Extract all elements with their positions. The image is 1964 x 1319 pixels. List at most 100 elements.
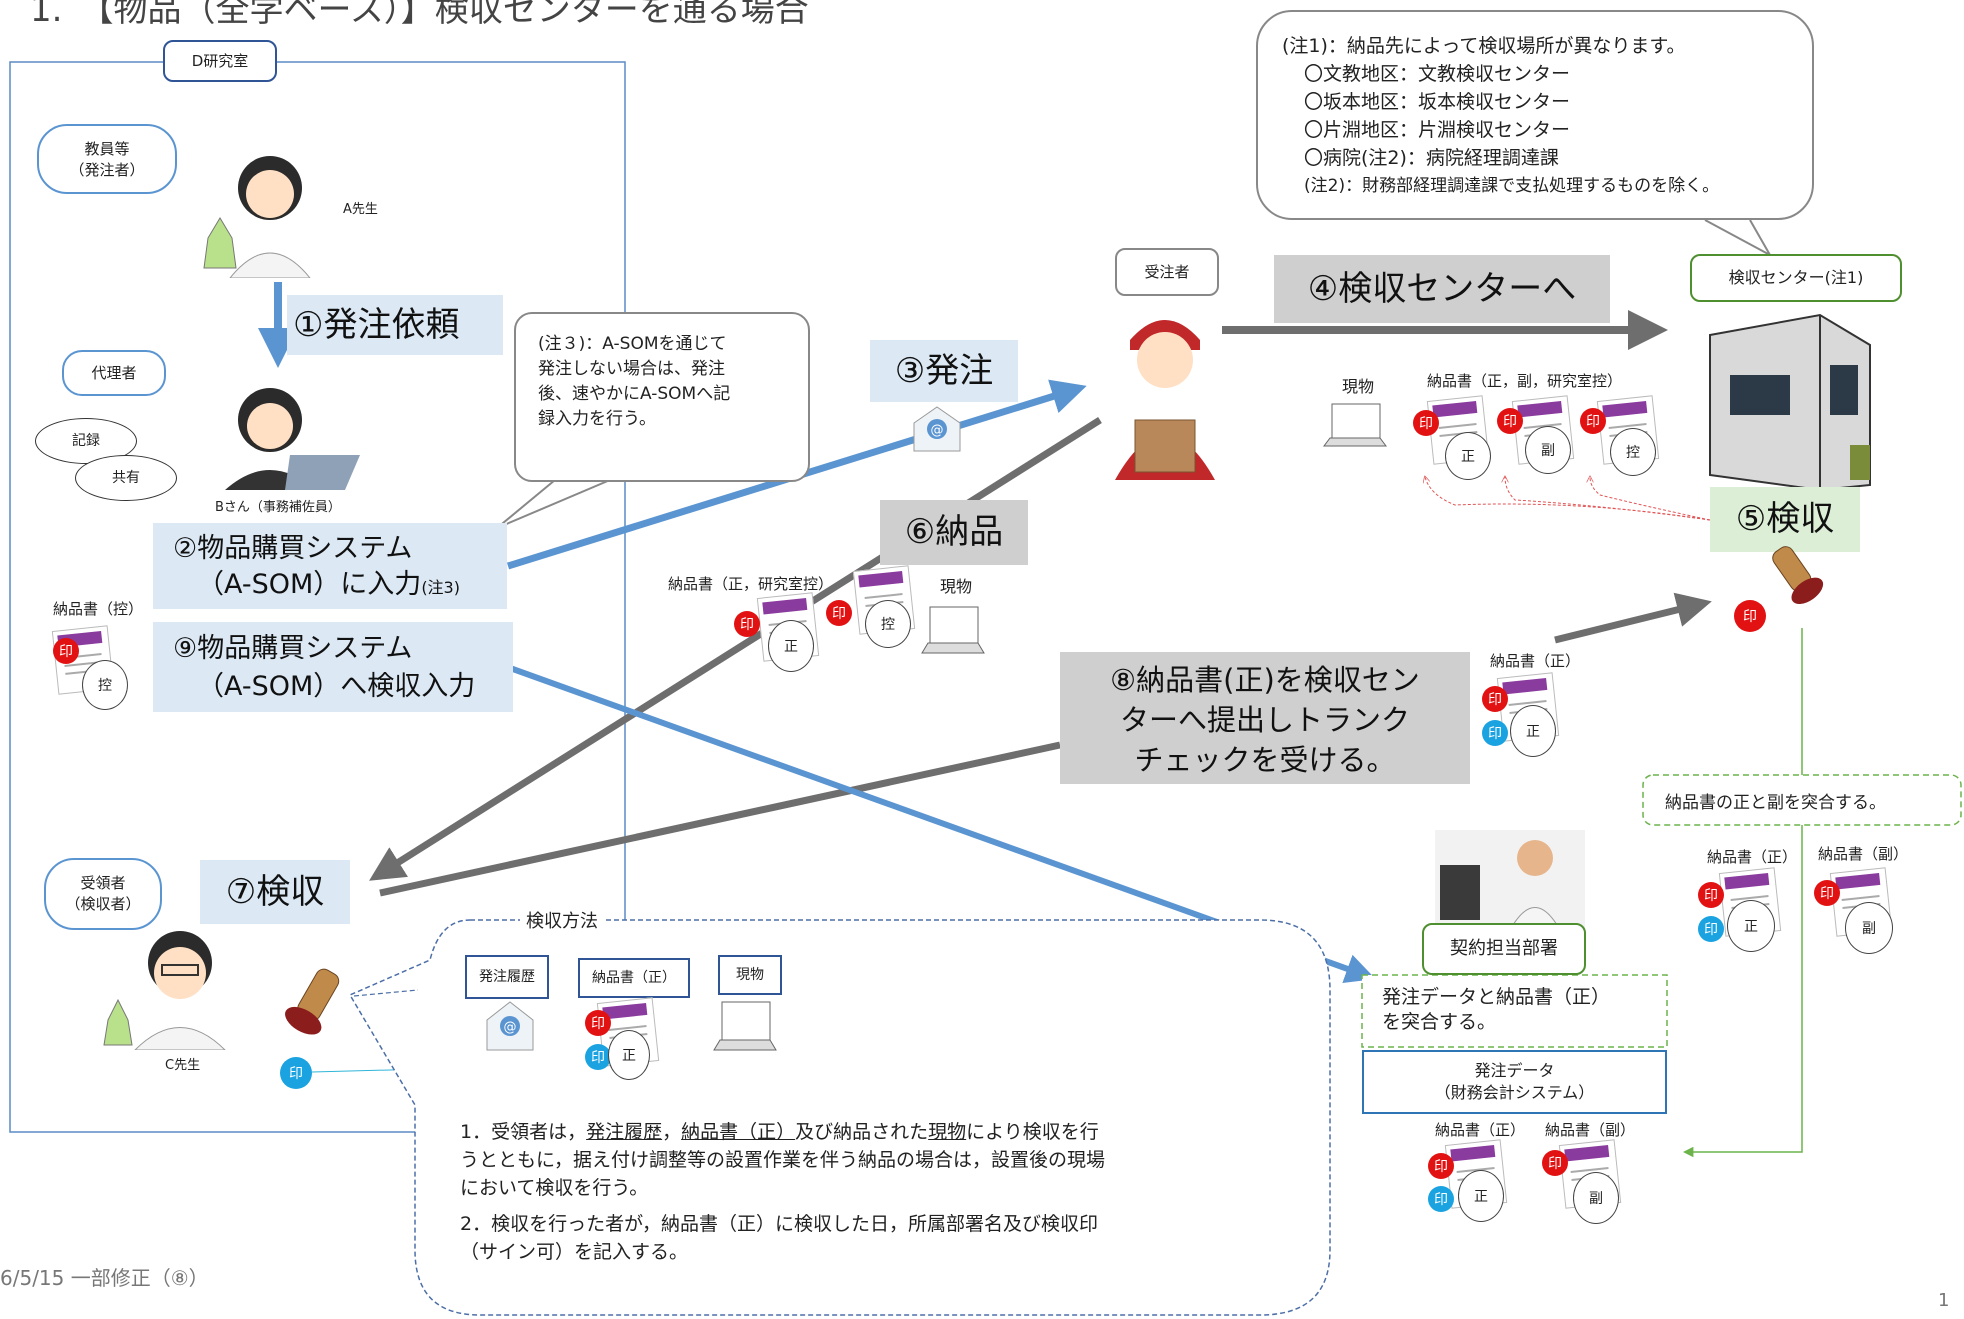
method-doc-label: 納品書（正） <box>578 958 690 998</box>
supplier-figure-icon <box>1110 300 1220 480</box>
method-text: 1．受領者は，発注履歴，納品書（正）及び納品された現物により検収を行 うとともに… <box>460 1118 1290 1266</box>
submit-doc-stamp-red: 印 <box>1482 686 1508 712</box>
step4-to-center: ④検収センターへ <box>1274 255 1610 323</box>
step1-order-request: ①発注依頼 <box>287 295 503 355</box>
note3-pointer <box>496 479 611 529</box>
contract-doc-fuku-label: 納品書（副） <box>1545 1121 1636 1139</box>
delivery-doc-hikae-mark: 控 <box>865 600 911 648</box>
center-hanko-icon <box>1760 540 1830 610</box>
stamp-arrow-hikae <box>1590 477 1711 521</box>
contract-match-text: 発注データと納品書（正） を突合する。 <box>1382 985 1610 1035</box>
center-building-icon <box>1700 305 1880 495</box>
stamp-arrow-fuku <box>1505 477 1711 521</box>
method-doc-sei-mark: 正 <box>608 1030 650 1080</box>
clerk-figure-icon <box>1435 830 1585 941</box>
method-p2-line1: 2．検収を行った者が，納品書（正）に検収した日，所属部署名及び検収印 <box>460 1213 1098 1235</box>
step2-note: (注3) <box>421 578 460 597</box>
supplier-doc-fuku-mark: 副 <box>1525 426 1571 474</box>
slide-title: 1. 【物品（全学ベース）】検収センターを通る場合 <box>30 0 809 30</box>
step8-submit-to-center: ⑧納品書(正)を検収セン ターへ提出しトランク チェックを受ける。 <box>1060 652 1470 784</box>
arrow-delivery <box>369 417 1102 881</box>
contract-label: 契約担当部署 <box>1422 923 1586 975</box>
note3-line2: 発注しない場合は、発注 <box>538 359 725 379</box>
teacher-a-figure-icon <box>200 148 320 279</box>
center-match-frame <box>1642 774 1962 826</box>
contract-doc-sei-stamp-cyan: 印 <box>1428 1186 1454 1212</box>
method-title: 検収方法 <box>520 907 604 933</box>
lab-label: D研究室 <box>163 40 277 82</box>
delivery-doc-sei-stamp: 印 <box>734 611 760 637</box>
supplier-doc-sei-stamp: 印 <box>1413 410 1439 436</box>
center-doc-fuku-stamp: 印 <box>1814 880 1840 906</box>
arrow-submit-to-center <box>379 741 1061 897</box>
supplier-doc-fuku-stamp: 印 <box>1497 408 1523 434</box>
step2-line1: ②物品購買システム <box>173 533 413 564</box>
center-doc-fuku-label: 納品書（副） <box>1818 845 1909 863</box>
contract-doc-fuku-stamp: 印 <box>1542 1150 1568 1176</box>
page-number: 1 <box>1938 1290 1950 1311</box>
step2-line2-wrap: （A-SOM）に入力(注3) <box>173 567 507 606</box>
center-doc-sei-label: 納品書（正） <box>1707 848 1798 866</box>
method-p1-b: ， <box>662 1121 682 1143</box>
method-pointer-line <box>353 989 419 997</box>
center-doc-sei-stamp-red: 印 <box>1698 882 1724 908</box>
step3-order: ③発注 <box>870 340 1018 402</box>
contract-match-line1: 発注データと納品書（正） <box>1382 986 1611 1008</box>
delivery-doc-sei-mark: 正 <box>768 620 814 672</box>
lab-doc-hikae: 控 <box>82 660 128 710</box>
supplier-genbutsu-label: 現物 <box>1342 377 1375 396</box>
delivery-doc-hikae-stamp: 印 <box>826 600 852 626</box>
footer-date: 6/5/15 一部修正（⑧） <box>0 1266 209 1290</box>
order-data-line2: （財務会計システム） <box>1434 1083 1595 1102</box>
proxy-figure-icon <box>215 380 365 490</box>
proxy-bubble: 代理者 <box>62 350 166 396</box>
svg-text:@: @ <box>504 1020 517 1035</box>
step9-asom-inspection-input: ⑨物品購買システム （A-SOM）へ検収入力 <box>153 622 513 712</box>
share-bubble: 共有 <box>75 455 177 501</box>
receiver-bubble-line2: （検収者） <box>65 895 141 913</box>
step6-delivery: ⑥納品 <box>880 500 1028 565</box>
note1-line1: (注1)：納品先によって検収場所が異なります。 <box>1282 35 1686 57</box>
arrow-submit-to-center-head <box>1554 592 1712 644</box>
note3-line4: 録入力を行う。 <box>538 409 656 429</box>
order-data-box: 発注データ （財務会計システム） <box>1362 1050 1667 1114</box>
supplier-doc-label: 納品書（正，副，研究室控） <box>1427 372 1623 390</box>
order-data-line1: 発注データ <box>1474 1061 1555 1080</box>
lab-doc-stamp: 印 <box>53 638 79 664</box>
submit-doc-sei-mark: 正 <box>1510 705 1556 757</box>
center-doc-sei-mark: 正 <box>1727 900 1775 952</box>
contract-match-line2: を突合する。 <box>1382 1011 1497 1033</box>
method-p1-line2: うとともに，据え付け調整等の設置作業を伴う納品の場合は，設置後の現場 <box>460 1149 1106 1171</box>
step9-line2: （A-SOM）へ検収入力 <box>197 671 476 702</box>
delivery-doc-label: 納品書（正，研究室控） <box>668 575 834 593</box>
contract-doc-sei-label: 納品書（正） <box>1435 1121 1526 1139</box>
method-doc-stamp-red: 印 <box>585 1010 611 1036</box>
note1-line2: 〇文教地区：文教検収センター <box>1304 63 1571 85</box>
svg-text:@: @ <box>931 423 944 438</box>
stamp-arrow-sei <box>1425 477 1711 521</box>
method-p1-underline-doc: 納品書（正） <box>681 1121 796 1143</box>
method-doc-stamp-cyan: 印 <box>585 1044 611 1070</box>
receiver-hanko-icon <box>270 960 350 1050</box>
note1-line4: 〇片淵地区：片淵検収センター <box>1304 119 1571 141</box>
method-p1-line1: 1．受領者は，発注履歴，納品書（正）及び納品された現物により検収を行 <box>460 1118 1290 1146</box>
supplier-doc-hikae-mark: 控 <box>1610 428 1656 476</box>
supplier-doc-hikae-stamp: 印 <box>1580 408 1606 434</box>
contract-doc-fuku-mark: 副 <box>1573 1172 1619 1224</box>
contract-match-frame <box>1361 974 1668 1048</box>
contract-doc-sei-stamp-red: 印 <box>1428 1153 1454 1179</box>
step5-inspection: ⑤検収 <box>1710 487 1860 552</box>
teacher-a-bubble: 教員等 （発注者） <box>37 124 177 194</box>
step9-line1: ⑨物品購買システム <box>173 633 413 664</box>
method-p1-d: により検収を行 <box>966 1121 1099 1143</box>
submit-doc-label: 納品書（正） <box>1490 652 1581 670</box>
supplier-doc-sei-mark: 正 <box>1445 432 1491 480</box>
step8-line2: ターへ提出しトランク <box>1119 703 1410 737</box>
center-doc-sei-stamp-cyan: 印 <box>1698 916 1724 942</box>
teacher-a-name: A先生 <box>343 202 378 217</box>
supplier-laptop-icon <box>1322 402 1388 452</box>
note1-line6: (注2)：財務部経理調達課で支払処理するものを除く。 <box>1304 176 1720 196</box>
step2-line2: （A-SOM）に入力 <box>197 569 422 600</box>
method-p1-underline-history: 発注履歴 <box>586 1121 663 1143</box>
note1-pointer <box>1704 219 1773 258</box>
